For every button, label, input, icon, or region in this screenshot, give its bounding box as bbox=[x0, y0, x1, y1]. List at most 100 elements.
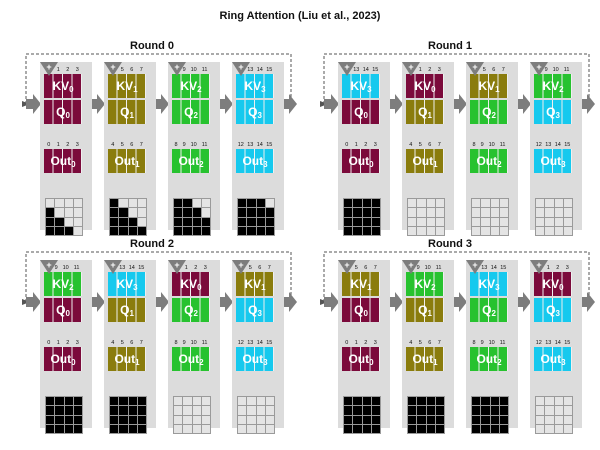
token-index: 15 bbox=[564, 142, 571, 148]
mask-cell bbox=[490, 208, 499, 217]
token-index: 2 bbox=[556, 265, 560, 271]
token-index: 2 bbox=[194, 265, 198, 271]
kv-label-text: KV bbox=[52, 79, 70, 93]
mask-cell bbox=[499, 406, 508, 415]
mask-cell bbox=[201, 199, 210, 208]
mask-cell bbox=[536, 208, 545, 217]
out-label-text: Out bbox=[348, 352, 370, 366]
token-index: 3 bbox=[437, 67, 441, 73]
token-index: 5 bbox=[248, 265, 252, 271]
q-label-index: 1 bbox=[129, 308, 134, 318]
combine-arrow-icon: + bbox=[232, 260, 250, 274]
mask-cell bbox=[499, 415, 508, 424]
q-label-text: Q bbox=[56, 105, 66, 119]
mask-cell bbox=[545, 424, 554, 433]
mask-cell bbox=[344, 208, 353, 217]
token-index: 7 bbox=[267, 265, 271, 271]
mask-cell bbox=[435, 397, 444, 406]
token-index: 1 bbox=[184, 265, 188, 271]
token-index: 14 bbox=[490, 265, 497, 271]
out-label-text: Out bbox=[178, 154, 200, 168]
combine-arrow-icon: + bbox=[168, 62, 186, 76]
mask-cell bbox=[499, 397, 508, 406]
kv-label-index: 0 bbox=[559, 282, 564, 292]
mask-cell bbox=[472, 226, 481, 235]
mask-cell bbox=[353, 397, 362, 406]
out-label-index: 0 bbox=[369, 159, 374, 169]
mask-cell bbox=[490, 415, 499, 424]
plus-sign: + bbox=[110, 260, 115, 270]
mask-cell bbox=[545, 208, 554, 217]
mask-cell bbox=[408, 217, 417, 226]
mask-cell bbox=[265, 424, 274, 433]
out-label-text: Out bbox=[476, 154, 498, 168]
mask-cell bbox=[174, 424, 183, 433]
mask-cell bbox=[435, 226, 444, 235]
token-index: 10 bbox=[488, 340, 495, 346]
q-block-fill bbox=[172, 298, 210, 322]
mask-cell bbox=[563, 226, 572, 235]
mask-cell bbox=[265, 208, 274, 217]
combine-arrow-icon: + bbox=[40, 62, 58, 76]
mask-cell bbox=[545, 397, 554, 406]
kv-block-fill bbox=[236, 272, 274, 296]
token-index: 11 bbox=[201, 67, 208, 73]
token-index: 14 bbox=[256, 340, 263, 346]
mask-cell bbox=[238, 226, 247, 235]
mask-cell bbox=[362, 199, 371, 208]
mask-cell bbox=[238, 415, 247, 424]
mask-cell bbox=[46, 406, 55, 415]
out-block-fill bbox=[236, 347, 274, 371]
mask-cell bbox=[119, 226, 128, 235]
token-index: 10 bbox=[190, 340, 197, 346]
mask-cell bbox=[344, 424, 353, 433]
token-index: 7 bbox=[437, 340, 441, 346]
mask-cell bbox=[408, 199, 417, 208]
mask-cell bbox=[554, 208, 563, 217]
kv-label-text: KV bbox=[542, 277, 560, 291]
mask-cell bbox=[472, 208, 481, 217]
token-index: 2 bbox=[66, 340, 70, 346]
token-index: 2 bbox=[364, 340, 368, 346]
mask-cell bbox=[73, 397, 82, 406]
mask-cell bbox=[371, 217, 380, 226]
kv-label-index: 1 bbox=[133, 84, 138, 94]
attention-mask-grid bbox=[407, 198, 445, 236]
combine-arrow-icon: + bbox=[530, 260, 548, 274]
mask-cell bbox=[536, 406, 545, 415]
mask-cell bbox=[344, 406, 353, 415]
token-index: 5 bbox=[354, 265, 358, 271]
mask-cell bbox=[563, 415, 572, 424]
out-label-text: Out bbox=[540, 154, 562, 168]
kv-label-index: 2 bbox=[431, 282, 436, 292]
token-index: 10 bbox=[552, 67, 559, 73]
mask-cell bbox=[362, 424, 371, 433]
out-label-text: Out bbox=[114, 154, 136, 168]
diagram-title: Ring Attention (Liu et al., 2023) bbox=[219, 10, 381, 22]
mask-cell bbox=[481, 415, 490, 424]
token-index: 11 bbox=[499, 340, 506, 346]
token-index: 0 bbox=[47, 340, 51, 346]
kv-block-fill bbox=[406, 74, 444, 98]
q-block-fill bbox=[44, 100, 82, 124]
mask-cell bbox=[201, 226, 210, 235]
token-index: 15 bbox=[266, 340, 273, 346]
token-index: 13 bbox=[353, 67, 360, 73]
kv-label-index: 1 bbox=[495, 84, 500, 94]
token-index: 9 bbox=[182, 340, 186, 346]
mask-cell bbox=[192, 226, 201, 235]
attention-mask-grid bbox=[535, 198, 573, 236]
out-label-text: Out bbox=[114, 352, 136, 366]
mask-cell bbox=[344, 397, 353, 406]
